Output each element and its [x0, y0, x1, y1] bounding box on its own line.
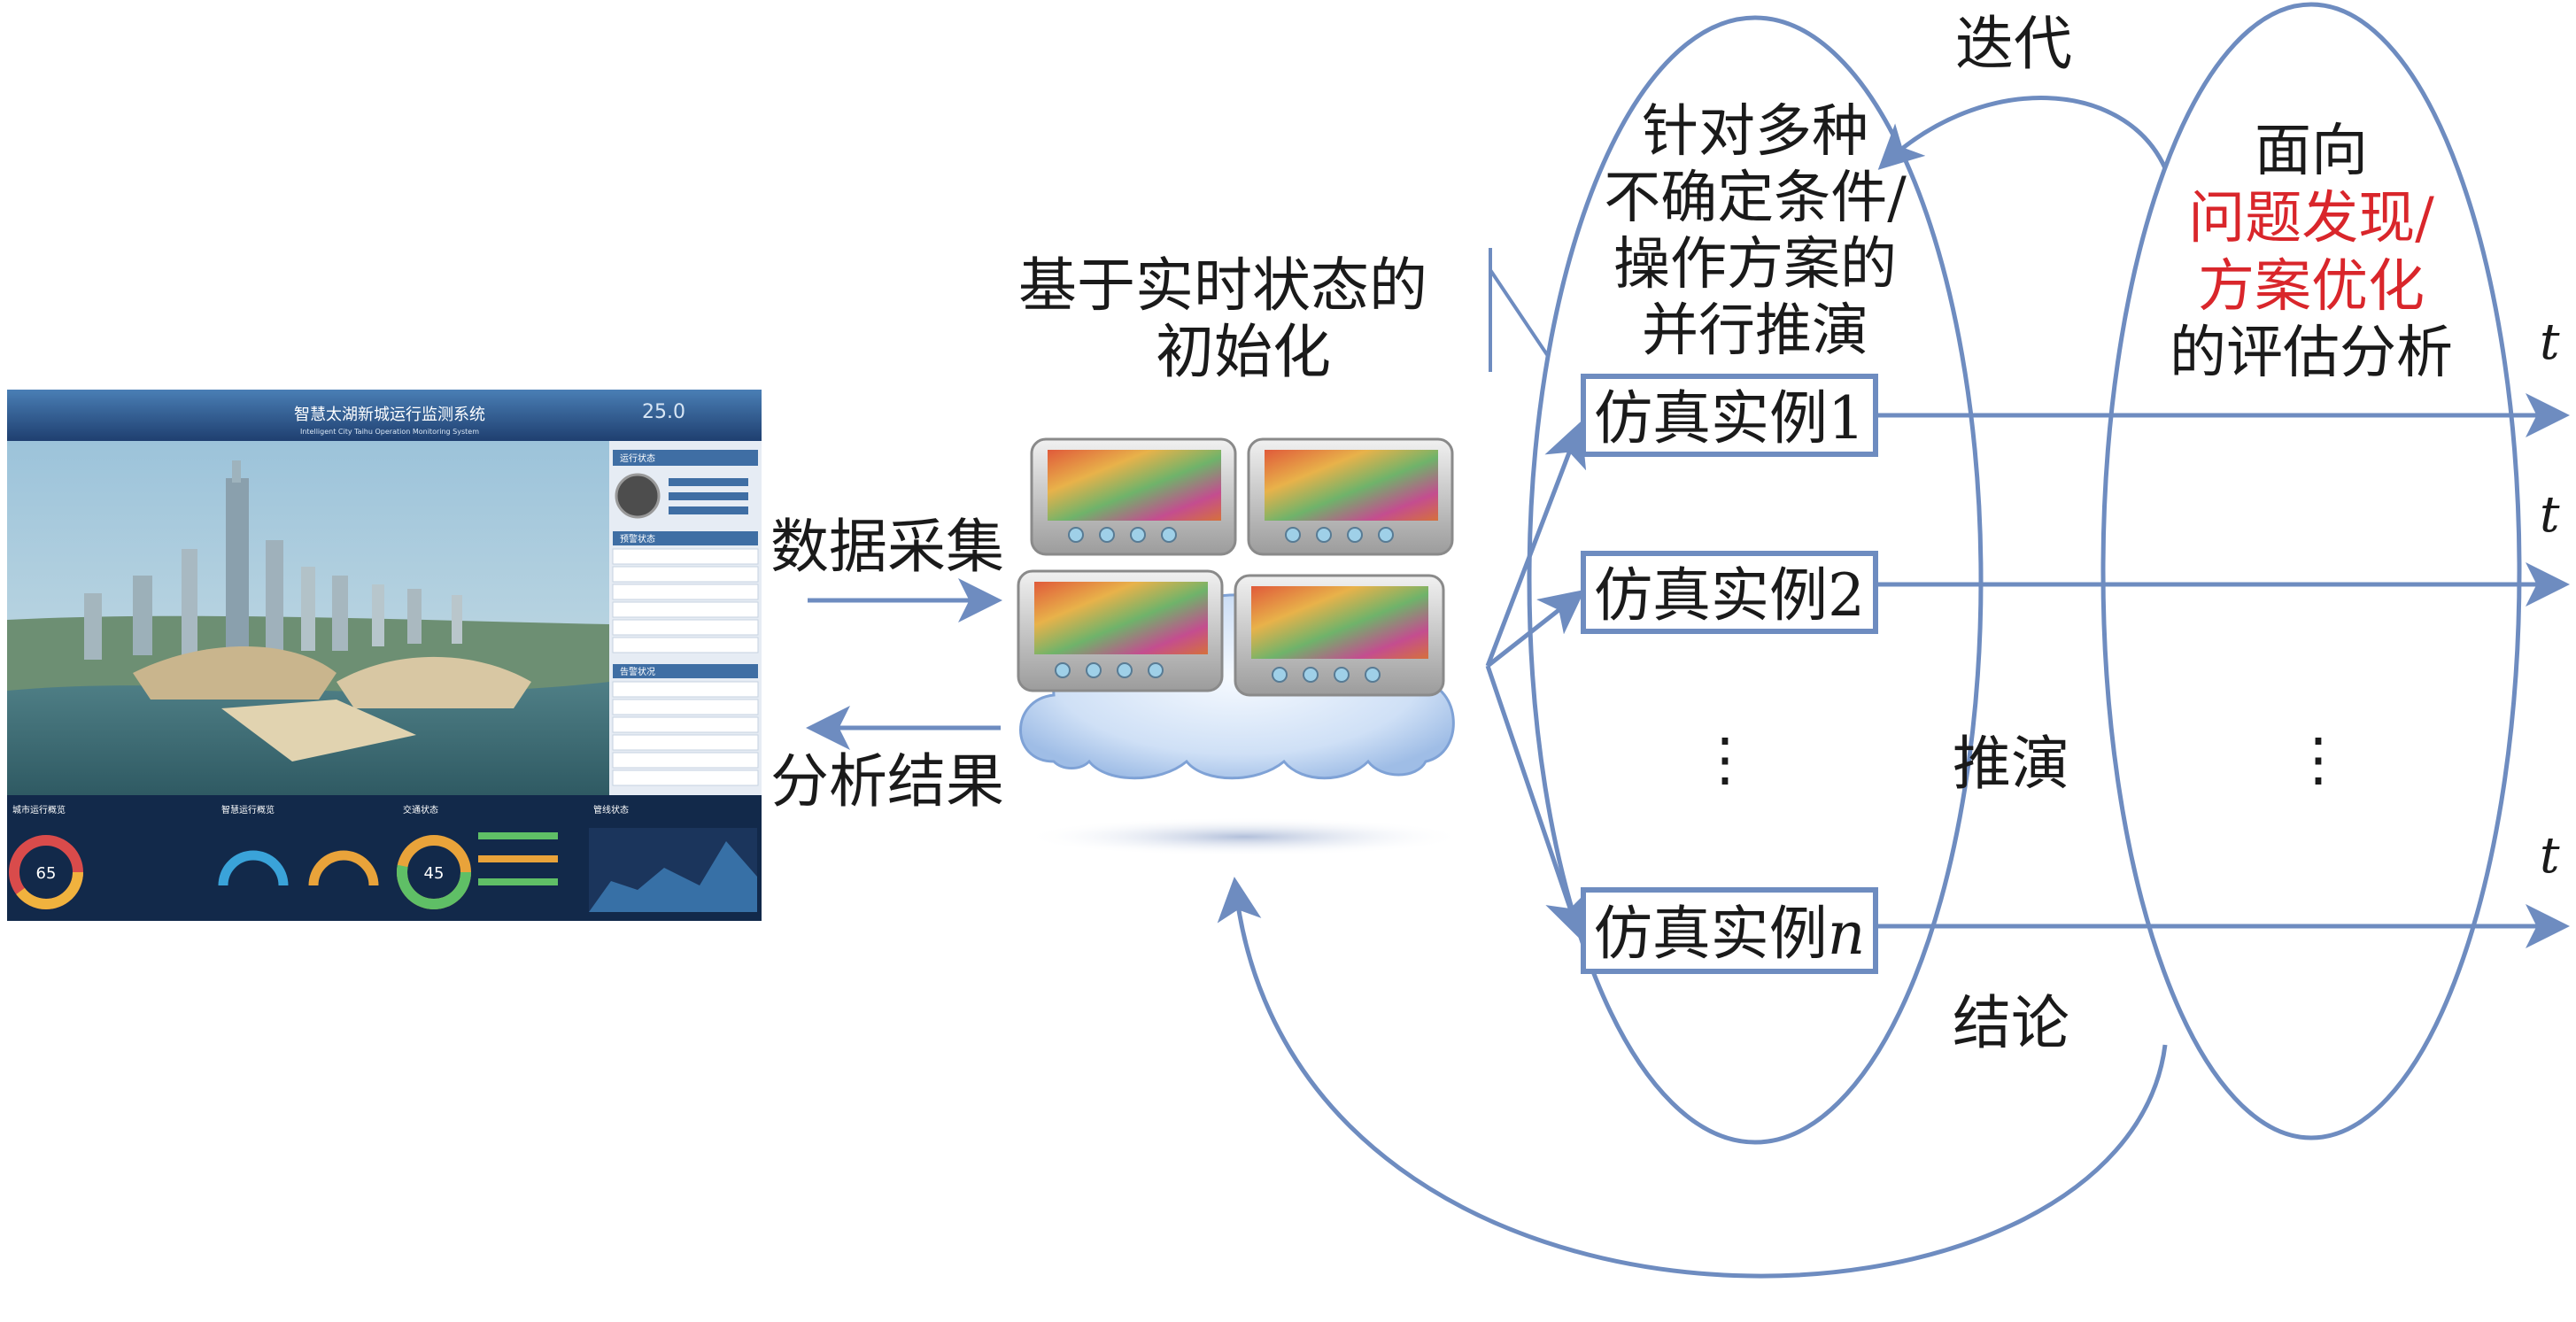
- screenshot-bottom-header-2: 智慧运行概览: [221, 804, 275, 816]
- instances-ellipsis-left: ⋮: [1696, 725, 1754, 793]
- feedback-arrow: [1217, 877, 2168, 1279]
- screenshot-clock: 25.0: [642, 401, 685, 423]
- evaluation-text-line1: 面向: [2255, 119, 2368, 184]
- screenshot-gauge-value-2: 45: [424, 864, 445, 883]
- simulation-instance-2-label: 仿真实例2: [1594, 561, 1865, 630]
- data-collection-label: 数据采集: [770, 513, 1004, 581]
- fan-arrow-to-instance-1: [1485, 421, 1587, 667]
- screenshot-title: 智慧太湖新城运行监测系统: [294, 406, 485, 424]
- parallel-text-line1: 针对多种: [1642, 99, 1868, 165]
- initialization-label-line2: 初始化: [1156, 318, 1331, 386]
- evaluation-text-line3: 方案优化: [2198, 254, 2425, 320]
- cloud-computing-icon: [1017, 437, 1466, 856]
- monitoring-screenshot: 智慧太湖新城运行监测系统 Intelligent City Taihu Oper…: [7, 390, 762, 921]
- simulation-instance-2-box: [1581, 551, 1878, 634]
- screenshot-subtitle: Intelligent City Taihu Operation Monitor…: [300, 428, 479, 436]
- parallel-text-line2: 不确定条件/: [1604, 166, 1907, 231]
- parallel-deduction-ellipse: [1527, 15, 1984, 1145]
- parallel-text-line4: 并行推演: [1642, 298, 1868, 364]
- screenshot-header: [7, 390, 762, 441]
- iteration-arrow: [1877, 96, 2168, 170]
- initialization-label-line1: 基于实时状态的: [1018, 251, 1427, 320]
- simulation-instance-1-box: [1581, 374, 1878, 457]
- evaluation-analysis-ellipse: [2100, 2, 2522, 1140]
- fan-arrow-to-instance-n: [1485, 665, 1588, 940]
- screenshot-bottom-header-3: 交通状态: [403, 804, 438, 816]
- screenshot-bottom-header-4: 管线状态: [593, 804, 629, 816]
- evaluation-text-line2: 问题发现/: [2188, 186, 2434, 251]
- instances-ellipsis-right: ⋮: [2289, 725, 2348, 793]
- analysis-results-label: 分析结果: [770, 747, 1004, 816]
- screenshot-panel-header-1: 运行状态: [620, 452, 655, 464]
- parallel-text-line3: 操作方案的: [1613, 232, 1897, 298]
- time-axis-label-1: t: [2540, 313, 2560, 371]
- screenshot-bottom-header-1: 城市运行概览: [12, 804, 66, 816]
- conclusion-label: 结论: [1953, 989, 2069, 1057]
- iteration-label: 迭代: [1955, 10, 2072, 78]
- screenshot-panel-header-2: 预警状态: [620, 533, 655, 545]
- simulation-instance-1-label: 仿真实例1: [1594, 384, 1865, 452]
- evaluation-text-line4: 的评估分析: [2170, 321, 2453, 386]
- time-axis-label-n: t: [2540, 827, 2560, 885]
- time-axis-label-2: t: [2540, 486, 2560, 544]
- simulation-instance-n-label: 仿真实例n: [1594, 900, 1866, 968]
- deduction-label: 推演: [1953, 730, 2069, 798]
- screenshot-gauge-value: 65: [36, 864, 57, 883]
- fan-arrow-to-instance-2: [1486, 589, 1585, 668]
- simulation-instance-n-box: [1581, 887, 1878, 974]
- initialization-pointer: [1489, 268, 1550, 358]
- screenshot-panel-header-3: 告警状况: [620, 666, 655, 677]
